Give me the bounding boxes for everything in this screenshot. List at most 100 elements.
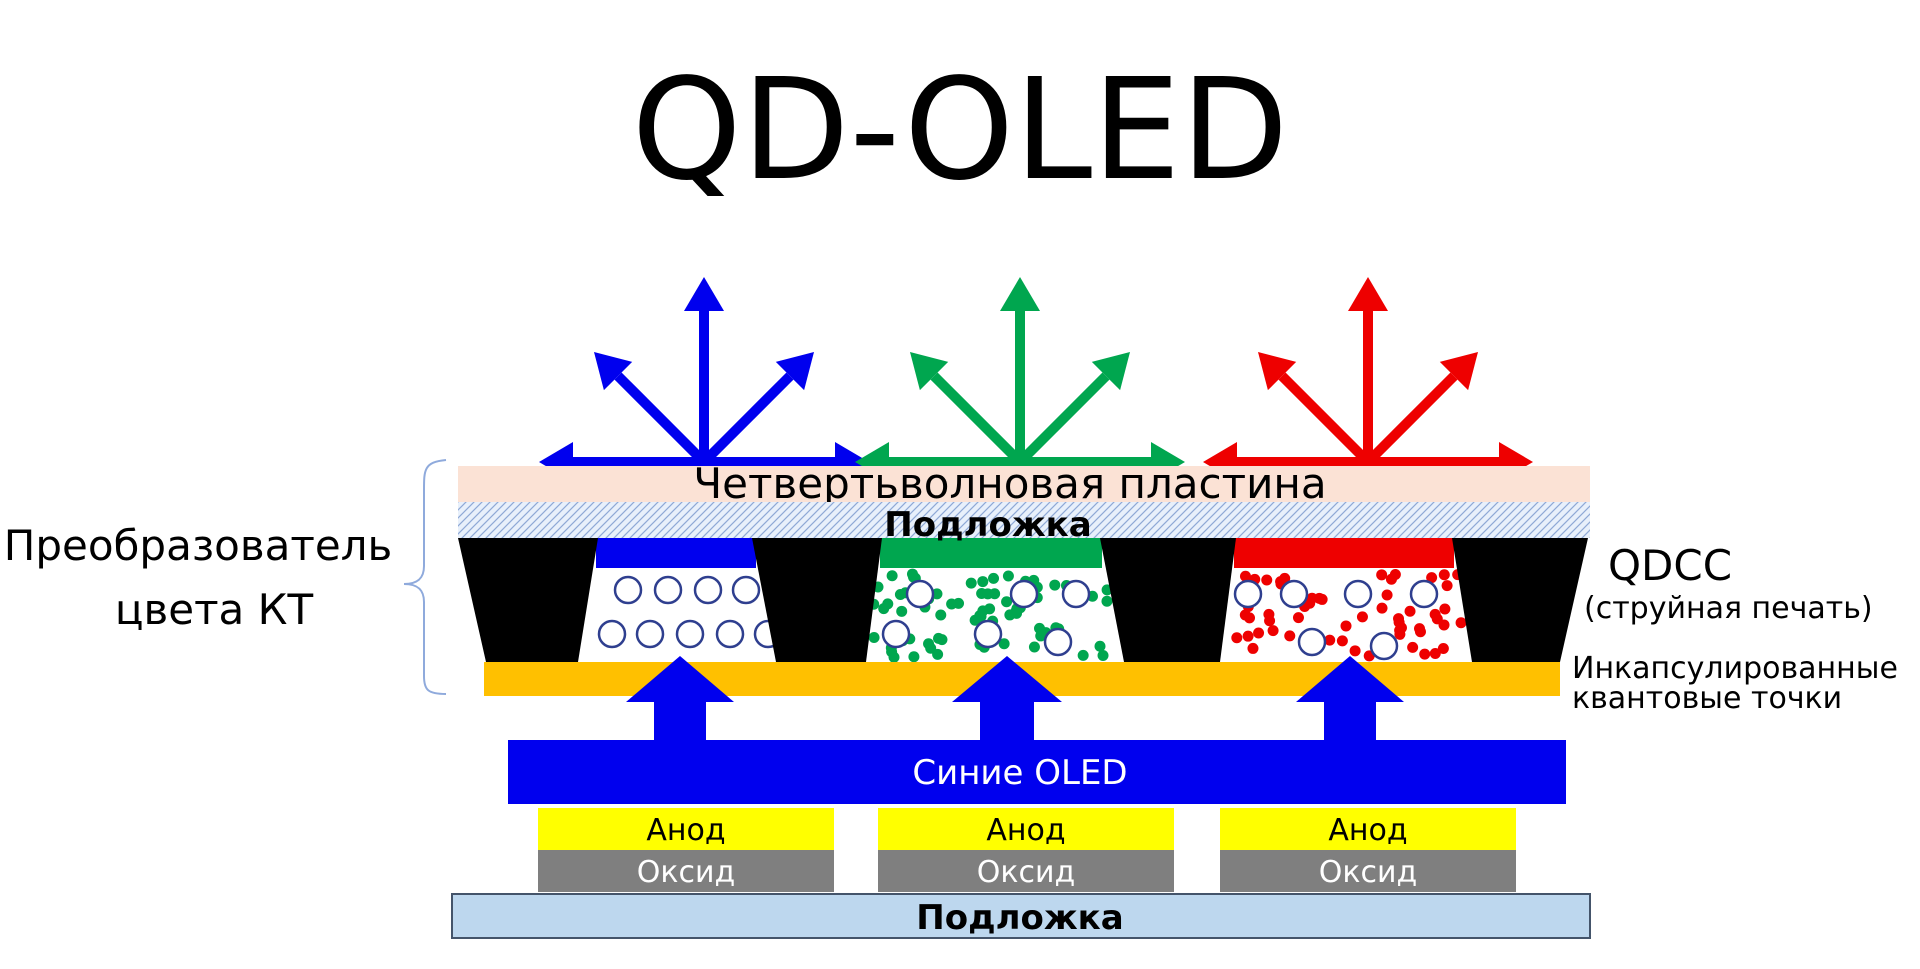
blue-oled-layer (508, 740, 1566, 804)
emission-arrow-shaft (1364, 372, 1458, 466)
red-quantum-dot (1253, 627, 1265, 639)
red-quantum-dot (1231, 632, 1243, 644)
scatter-particle (613, 575, 643, 605)
emission-arrow-shaft (700, 372, 794, 466)
green-quantum-dot (1002, 570, 1014, 582)
anode-label: Анод (986, 813, 1065, 848)
scatter-particle (731, 575, 761, 605)
green-quantum-dot (965, 577, 977, 589)
red-quantum-dot (1336, 635, 1348, 647)
page-title: QD-OLED (632, 49, 1289, 212)
scatter-particle (905, 579, 935, 609)
qdcc-label: QDCC (1608, 541, 1732, 590)
red-quantum-dot (1455, 617, 1467, 629)
top-substrate-label: Подложка (884, 505, 1091, 545)
red-quantum-dot (1349, 645, 1361, 657)
green-quantum-dot (1077, 649, 1089, 661)
red-quantum-dot (1441, 580, 1453, 592)
anode-label: Анод (646, 813, 725, 848)
excitation-arrow (1296, 656, 1404, 740)
scatter-particle (693, 575, 723, 605)
red-quantum-dot (1426, 572, 1438, 584)
emission-arrow-head (1439, 352, 1478, 391)
red-quantum-dot (1438, 619, 1450, 631)
emission-arrow-head (684, 277, 724, 311)
red-quantum-dot (1381, 589, 1393, 601)
green-quantum-dot (896, 605, 908, 617)
green-quantum-dot (1011, 607, 1023, 619)
red-quantum-dot (1407, 641, 1419, 653)
scatter-particle (653, 575, 683, 605)
emission-arrow-head (594, 352, 633, 391)
red-quantum-dot (1389, 568, 1401, 580)
green-quantum-dot (1049, 579, 1061, 591)
oxide (878, 850, 1174, 892)
green-quantum-dot (935, 609, 947, 621)
red-quantum-dot (1292, 612, 1304, 624)
red-quantum-dot (1356, 611, 1368, 623)
green-quantum-dot (932, 648, 944, 660)
red-quantum-dot (1376, 569, 1388, 581)
black-matrix-bank (752, 538, 882, 662)
anode (538, 808, 834, 850)
emission-arrow-head (1258, 352, 1297, 391)
red-quantum-dot (1438, 569, 1450, 581)
black-matrix-bank (1452, 538, 1588, 662)
scatter-particle (1279, 579, 1309, 609)
encapsulated-label-line1: Инкапсулированные (1572, 651, 1898, 686)
green-quantum-dot (977, 576, 989, 588)
scatter-particle (1343, 579, 1373, 609)
red-quantum-dot (1414, 623, 1425, 635)
emission-arrow-head (775, 352, 814, 391)
emission-arrow-shaft (614, 372, 708, 466)
green-quantum-dot (1001, 596, 1013, 608)
black-matrix-bank (458, 538, 598, 662)
black-matrix-bank (1100, 538, 1236, 662)
qdcc-sublabel: (струйная печать) (1584, 591, 1873, 626)
scatter-particle (675, 619, 705, 649)
scatter-particle (1233, 579, 1263, 609)
green-quantum-dot (982, 588, 994, 600)
scatter-particle (1043, 627, 1073, 657)
anode (1220, 808, 1516, 850)
red-quantum-dot (1247, 642, 1259, 654)
anode (878, 808, 1174, 850)
red-quantum-dot (1244, 612, 1256, 624)
green-quantum-dot (933, 632, 945, 644)
converter-brace (403, 459, 447, 695)
green-quantum-dot (906, 568, 918, 580)
blue-color-filter (596, 538, 756, 568)
green-quantum-dot (882, 598, 894, 610)
red-quantum-dot (1404, 605, 1416, 617)
oxide (538, 850, 834, 892)
scatter-particle (715, 619, 745, 649)
oxide-label: Оксид (637, 855, 735, 890)
red-quantum-dot (1393, 613, 1405, 625)
red-quantum-dot (1324, 634, 1336, 646)
scatter-particle (1297, 627, 1327, 657)
red-quantum-dot (1261, 574, 1273, 586)
green-quantum-dot (1094, 640, 1106, 652)
green-quantum-dot (984, 603, 996, 615)
emission-arrow-shaft (1278, 372, 1372, 466)
scatter-particle (635, 619, 665, 649)
scatter-particle (597, 619, 627, 649)
red-quantum-dot (1264, 615, 1276, 627)
emission-arrow-shaft (1016, 372, 1110, 466)
bottom-substrate-label: Подложка (916, 898, 1123, 938)
green-quantum-dot (931, 588, 943, 600)
top-substrate-layer (458, 502, 1590, 538)
green-quantum-dot (908, 651, 920, 663)
blue-oled-label: Синие OLED (912, 753, 1127, 793)
emission-arrows (539, 277, 1533, 482)
emission-arrow-head (910, 352, 949, 391)
oxide-label: Оксид (977, 855, 1075, 890)
red-quantum-dot (1340, 620, 1352, 632)
red-quantum-dot (1306, 592, 1318, 604)
red-quantum-dot (1239, 570, 1251, 582)
converter-label-line1: Преобразователь (4, 521, 393, 570)
red-quantum-dot (1394, 628, 1406, 640)
quarter-wave-plate (458, 466, 1590, 502)
green-quantum-dot (946, 598, 958, 610)
red-color-filter (1234, 538, 1454, 568)
